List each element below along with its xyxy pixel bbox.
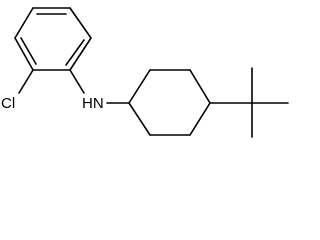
c-cl-bond — [18, 69, 34, 94]
chlorine-label: Cl — [1, 95, 15, 112]
chemical-structure-diagram: Cl HN — [1, 7, 289, 138]
benzene-bond-bottom-left — [14, 37, 34, 71]
benzene-ring — [14, 7, 92, 71]
benzene-bond-top-left — [14, 7, 34, 39]
benzene-double-bond-right — [65, 39, 85, 66]
benzene-bond-top-right — [69, 7, 92, 39]
cyclohexane-bond-4 — [189, 102, 211, 136]
aryl-n-bond — [69, 69, 85, 94]
amine-label: HN — [82, 95, 104, 112]
cyclohexane-bond-6 — [128, 102, 151, 136]
benzene-bond-bottom-right — [69, 37, 92, 71]
cyclohexane-ring — [128, 69, 211, 136]
cyclohexane-bond-3 — [189, 69, 211, 104]
benzene-double-bond-left — [20, 37, 37, 65]
cyclohexane-bond-1 — [128, 69, 151, 104]
tert-butyl-group — [209, 67, 289, 138]
